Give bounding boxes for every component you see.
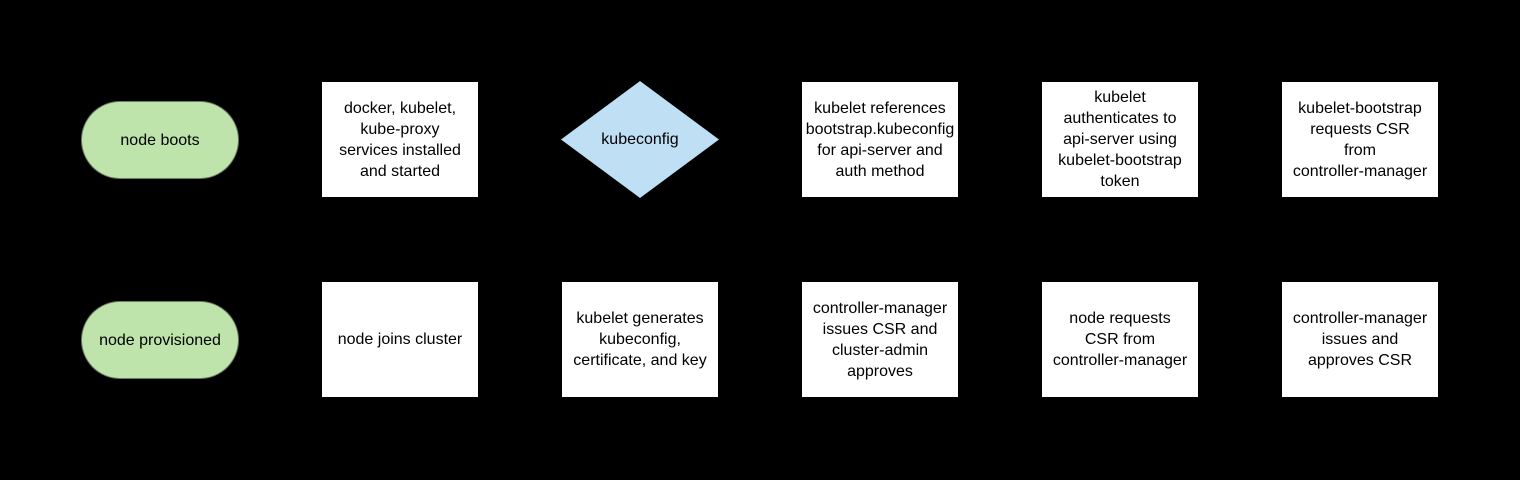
process-services-installed: docker, kubelet, kube-proxy services ins…: [321, 81, 479, 198]
process-kubelet-references-bootstrap-kubeconfig-label: kubelet references bootstrap.kubeconfig …: [805, 99, 955, 180]
terminator-node-provisioned-label: node provisioned: [99, 331, 221, 349]
decision-kubeconfig: kubeconfig: [561, 81, 719, 198]
process-node-requests-csr: node requests CSR from controller-manage…: [1041, 281, 1199, 398]
terminator-node-provisioned: node provisioned: [81, 301, 239, 379]
process-node-requests-csr-label: node requests CSR from controller-manage…: [1052, 310, 1188, 369]
process-kubelet-generates: kubelet generates kubeconfig, certificat…: [561, 281, 719, 398]
process-kubelet-authenticates-label: kubelet authenticates to api-server usin…: [1058, 89, 1182, 190]
terminator-node-boots: node boots: [81, 101, 239, 179]
process-kubelet-bootstrap-requests-csr-label: kubelet-bootstrap requests CSR from cont…: [1292, 99, 1428, 180]
decision-kubeconfig-label: kubeconfig: [601, 131, 679, 148]
process-node-joins-cluster: node joins cluster: [321, 281, 479, 398]
process-kubelet-bootstrap-requests-csr: kubelet-bootstrap requests CSR from cont…: [1281, 81, 1439, 198]
process-node-joins-cluster-label: node joins cluster: [337, 331, 463, 348]
process-cm-issues-csr-admin-approves-label: controller-manager issues CSR and cluste…: [812, 299, 948, 380]
process-kubelet-authenticates: kubelet authenticates to api-server usin…: [1041, 81, 1199, 198]
terminator-node-boots-label: node boots: [120, 131, 200, 149]
process-services-installed-label: docker, kubelet, kube-proxy services ins…: [339, 99, 461, 180]
process-kubelet-generates-label: kubelet generates kubeconfig, certificat…: [573, 310, 707, 369]
process-kubelet-references-bootstrap-kubeconfig: kubelet references bootstrap.kubeconfig …: [801, 81, 959, 198]
process-cm-issues-csr-admin-approves: controller-manager issues CSR and cluste…: [801, 281, 959, 398]
process-cm-issues-and-approves-csr-label: controller-manager issues and approves C…: [1292, 310, 1428, 369]
process-cm-issues-and-approves-csr: controller-manager issues and approves C…: [1281, 281, 1439, 398]
